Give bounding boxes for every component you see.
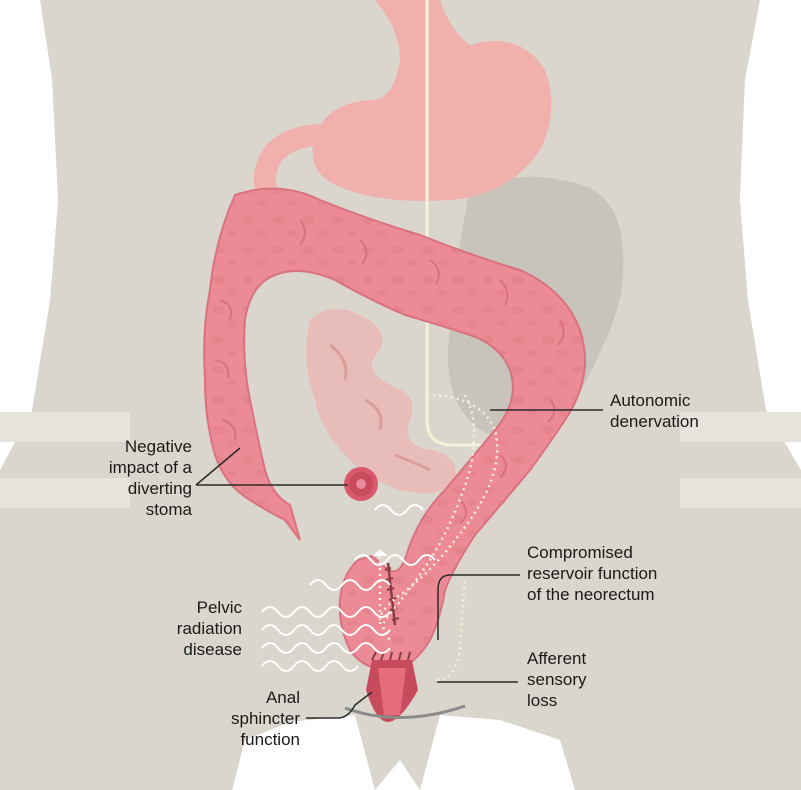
label-afferent-sensory-loss: Afferent sensory loss — [527, 648, 647, 711]
label-compromised-reservoir: Compromised reservoir function of the ne… — [527, 542, 727, 605]
label-diverting-stoma: Negative impact of a diverting stoma — [60, 436, 192, 520]
label-anal-sphincter: Anal sphincter function — [180, 687, 300, 750]
label-autonomic-denervation: Autonomic denervation — [610, 390, 780, 432]
label-pelvic-radiation: Pelvic radiation disease — [130, 597, 242, 660]
diverting-stoma — [344, 467, 378, 501]
